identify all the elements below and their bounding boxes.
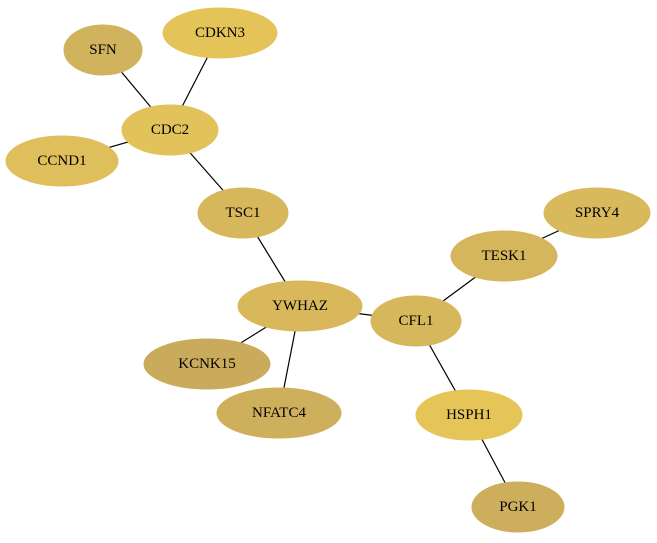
node-label-cdc2: CDC2 [151,122,189,138]
node-shape-sfn [63,24,143,76]
node-label-hsph1: HSPH1 [446,407,492,423]
node-shape-hsph1 [415,389,523,441]
node-label-tsc1: TSC1 [225,205,260,221]
node-label-nfatc4: NFATC4 [252,405,306,421]
node-label-sfn: SFN [89,42,117,58]
node-shape-cdc2 [121,104,219,156]
node-shape-cfl1 [370,295,462,347]
node-shape-pgk1 [471,481,565,533]
node-shape-nfatc4 [216,387,342,439]
node-ywhaz: YWHAZ [237,280,363,332]
node-pgk1: PGK1 [471,481,565,533]
node-shape-cdkn3 [162,7,278,59]
node-label-cfl1: CFL1 [398,313,433,329]
node-hsph1: HSPH1 [415,389,523,441]
node-shape-ccnd1 [5,135,119,187]
node-nfatc4: NFATC4 [216,387,342,439]
node-shape-tsc1 [197,187,289,239]
node-label-pgk1: PGK1 [499,499,537,515]
node-kcnk15: KCNK15 [143,338,271,390]
node-shape-ywhaz [237,280,363,332]
node-tesk1: TESK1 [450,230,558,282]
node-shape-kcnk15 [143,338,271,390]
node-cfl1: CFL1 [370,295,462,347]
node-tsc1: TSC1 [197,187,289,239]
node-shape-spry4 [543,187,651,239]
node-label-ywhaz: YWHAZ [272,298,328,314]
node-label-spry4: SPRY4 [575,205,620,221]
node-spry4: SPRY4 [543,187,651,239]
node-label-kcnk15: KCNK15 [178,356,236,372]
node-ccnd1: CCND1 [5,135,119,187]
node-label-cdkn3: CDKN3 [195,25,245,41]
node-sfn: SFN [63,24,143,76]
node-label-ccnd1: CCND1 [37,153,86,169]
node-cdkn3: CDKN3 [162,7,278,59]
node-shape-tesk1 [450,230,558,282]
node-cdc2: CDC2 [121,104,219,156]
node-label-tesk1: TESK1 [482,248,527,264]
